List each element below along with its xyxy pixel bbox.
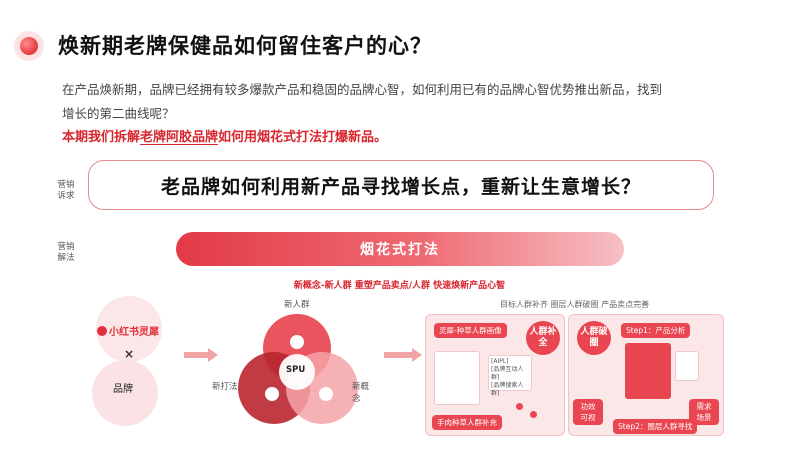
panel1-bubble: 人群补全: [526, 321, 560, 355]
method-label-line1: 营销: [57, 242, 75, 252]
page-title: 焕新期老牌保健品如何留住客户的心？: [58, 34, 432, 58]
audience-breakout-panel: 人群破圈 Step1：产品分析 功效可视 需求场景 Step2：圈层人群寻找: [568, 314, 724, 436]
method-subtitle: 新概念-新人群 重塑产品卖点/人群 快速焕新产品心智: [293, 281, 506, 291]
highlight-prefix: 本期我们拆解: [62, 130, 141, 145]
panel2-product-image: [675, 351, 699, 381]
tactic-icon: [265, 387, 279, 401]
xhs-logo-icon: [97, 326, 107, 336]
panel2-step1: Step1：产品分析: [621, 323, 691, 338]
arrow-right-icon: [384, 348, 422, 362]
panel1-chart-card: [434, 351, 480, 405]
venn-top-label: 新人群: [284, 300, 310, 310]
xhs-circle: [96, 296, 162, 362]
panel1-item: [AIPL]: [491, 358, 509, 365]
method-bar: 烟花式打法: [176, 232, 624, 266]
method-label-line2: 解法: [57, 253, 75, 263]
panel2-left-tag: 功效可视: [573, 399, 603, 425]
appeal-side-label: 营销 诉求: [52, 180, 80, 202]
intro-line-1: 在产品焕新期，品牌已经拥有较多爆款产品和稳固的品牌心智，如何利用已有的品牌心智优…: [62, 82, 663, 97]
cross-icon: ×: [124, 347, 135, 361]
highlight-brand: 老牌阿胶品牌: [140, 130, 219, 145]
intro-paragraph: 在产品焕新期，品牌已经拥有较多爆款产品和稳固的品牌心智，如何利用已有的品牌心智优…: [62, 78, 732, 126]
venn-center-label: SPU: [286, 365, 306, 375]
arrow-right-icon: [184, 348, 218, 362]
venn-svg: [238, 314, 358, 424]
brand-label: 品牌: [113, 384, 133, 395]
appeal-text: 老品牌如何利用新产品寻找增长点，重新让生意增长？: [160, 175, 641, 198]
title-bullet-icon: [20, 37, 38, 55]
brand-circle: [92, 360, 158, 426]
panel1-dot: [530, 411, 537, 418]
marketing-appeal-box: 老品牌如何利用新产品寻找增长点，重新让生意增长？: [88, 160, 714, 210]
appeal-label-line2: 诉求: [57, 191, 75, 201]
highlight-sentence: 本期我们拆解老牌阿胶品牌如何用烟花式打法打爆新品。: [62, 126, 387, 145]
method-side-label: 营销 解法: [52, 242, 80, 264]
panel2-step2: Step2：圈层人群寻找: [613, 419, 698, 434]
venn-center: [279, 354, 315, 390]
panel2-bubble: 人群破圈: [577, 321, 611, 355]
panel1-item: [品牌互动人群]: [491, 366, 524, 381]
intro-line-2: 增长的第二曲线呢？: [62, 106, 175, 121]
panel1-item: [品牌搜索人群]: [491, 382, 524, 397]
xhs-lingxi-logo: 小红书灵犀: [97, 323, 159, 338]
venn-diagram: 新人群 SPU 新打法 新概念: [212, 300, 372, 444]
person-icon: [290, 335, 304, 349]
xhs-logo-text: 小红书灵犀: [109, 327, 159, 338]
concept-icon: [319, 387, 333, 401]
panel1-mini-card: [AIPL] [品牌互动人群] [品牌搜索人群]: [488, 355, 532, 397]
venn-left-label: 新打法: [212, 382, 238, 392]
venn-right-label: 新概念: [352, 382, 370, 404]
highlight-suffix: 如何用烟花式打法打爆新品。: [218, 130, 388, 145]
appeal-label-line1: 营销: [57, 180, 75, 190]
panel1-dot: [516, 403, 523, 410]
panel1-tag: 灵犀-种草人群画像: [434, 323, 507, 338]
audience-complement-panel: 灵犀-种草人群画像 人群补全 [AIPL] [品牌互动人群] [品牌搜索人群] …: [425, 314, 565, 436]
right-caption: 目标人群补齐 圈层人群破圈 产品卖点完善: [500, 300, 650, 309]
method-bar-text: 烟花式打法: [360, 242, 440, 258]
panel1-bottom-tag: 手肉种草人群补充: [432, 415, 502, 430]
panel2-product-card: [625, 343, 671, 399]
